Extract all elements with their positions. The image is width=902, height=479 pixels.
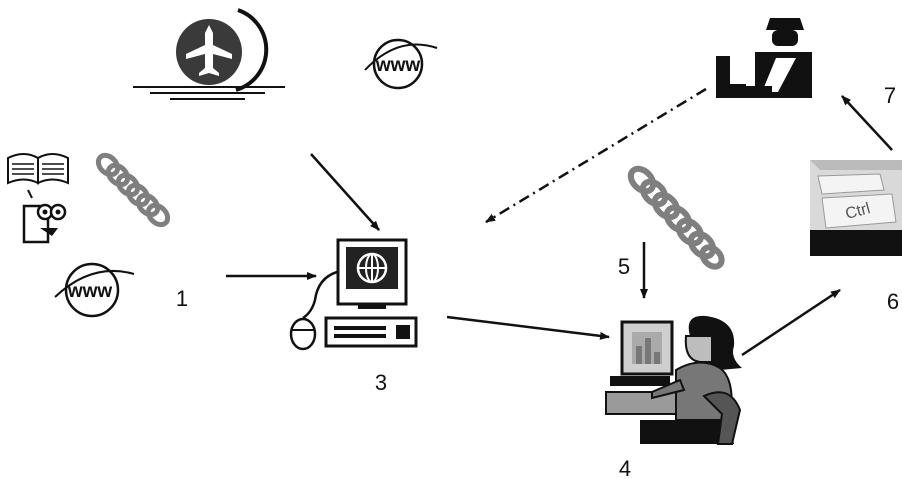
step-label-7: 7 (884, 83, 896, 108)
arrow-airplane-to-computer (310, 153, 380, 231)
computer-workstation-icon (289, 238, 418, 351)
arrow-keyboard-to-officer (841, 95, 893, 151)
person-at-computer-icon (605, 315, 742, 445)
arrow-analyst-to-keyboard (741, 288, 841, 357)
step-label-6: 6 (887, 289, 899, 314)
www-globe-icon: www (364, 38, 438, 90)
chain-link-icon (95, 152, 171, 228)
arrow-computer-to-analyst (446, 315, 610, 340)
www-label: www (375, 55, 421, 76)
keyboard-ctrl-icon: Ctrl (810, 160, 902, 256)
airplane-globe-icon (133, 8, 285, 100)
arrow-officer-to-computer (485, 87, 707, 224)
step-label-4: 4 (619, 456, 631, 479)
www-label: www (67, 281, 113, 302)
step-label-1: 1 (176, 286, 188, 311)
chain-link-icon (627, 165, 725, 270)
step-label-5: 5 (618, 254, 630, 279)
customs-officer-icon (716, 18, 812, 98)
step-label-3: 3 (375, 370, 387, 395)
book-reader-icon (7, 153, 69, 244)
ctrl-key-label: Ctrl (844, 200, 872, 223)
www-globe-icon: www (54, 262, 135, 318)
